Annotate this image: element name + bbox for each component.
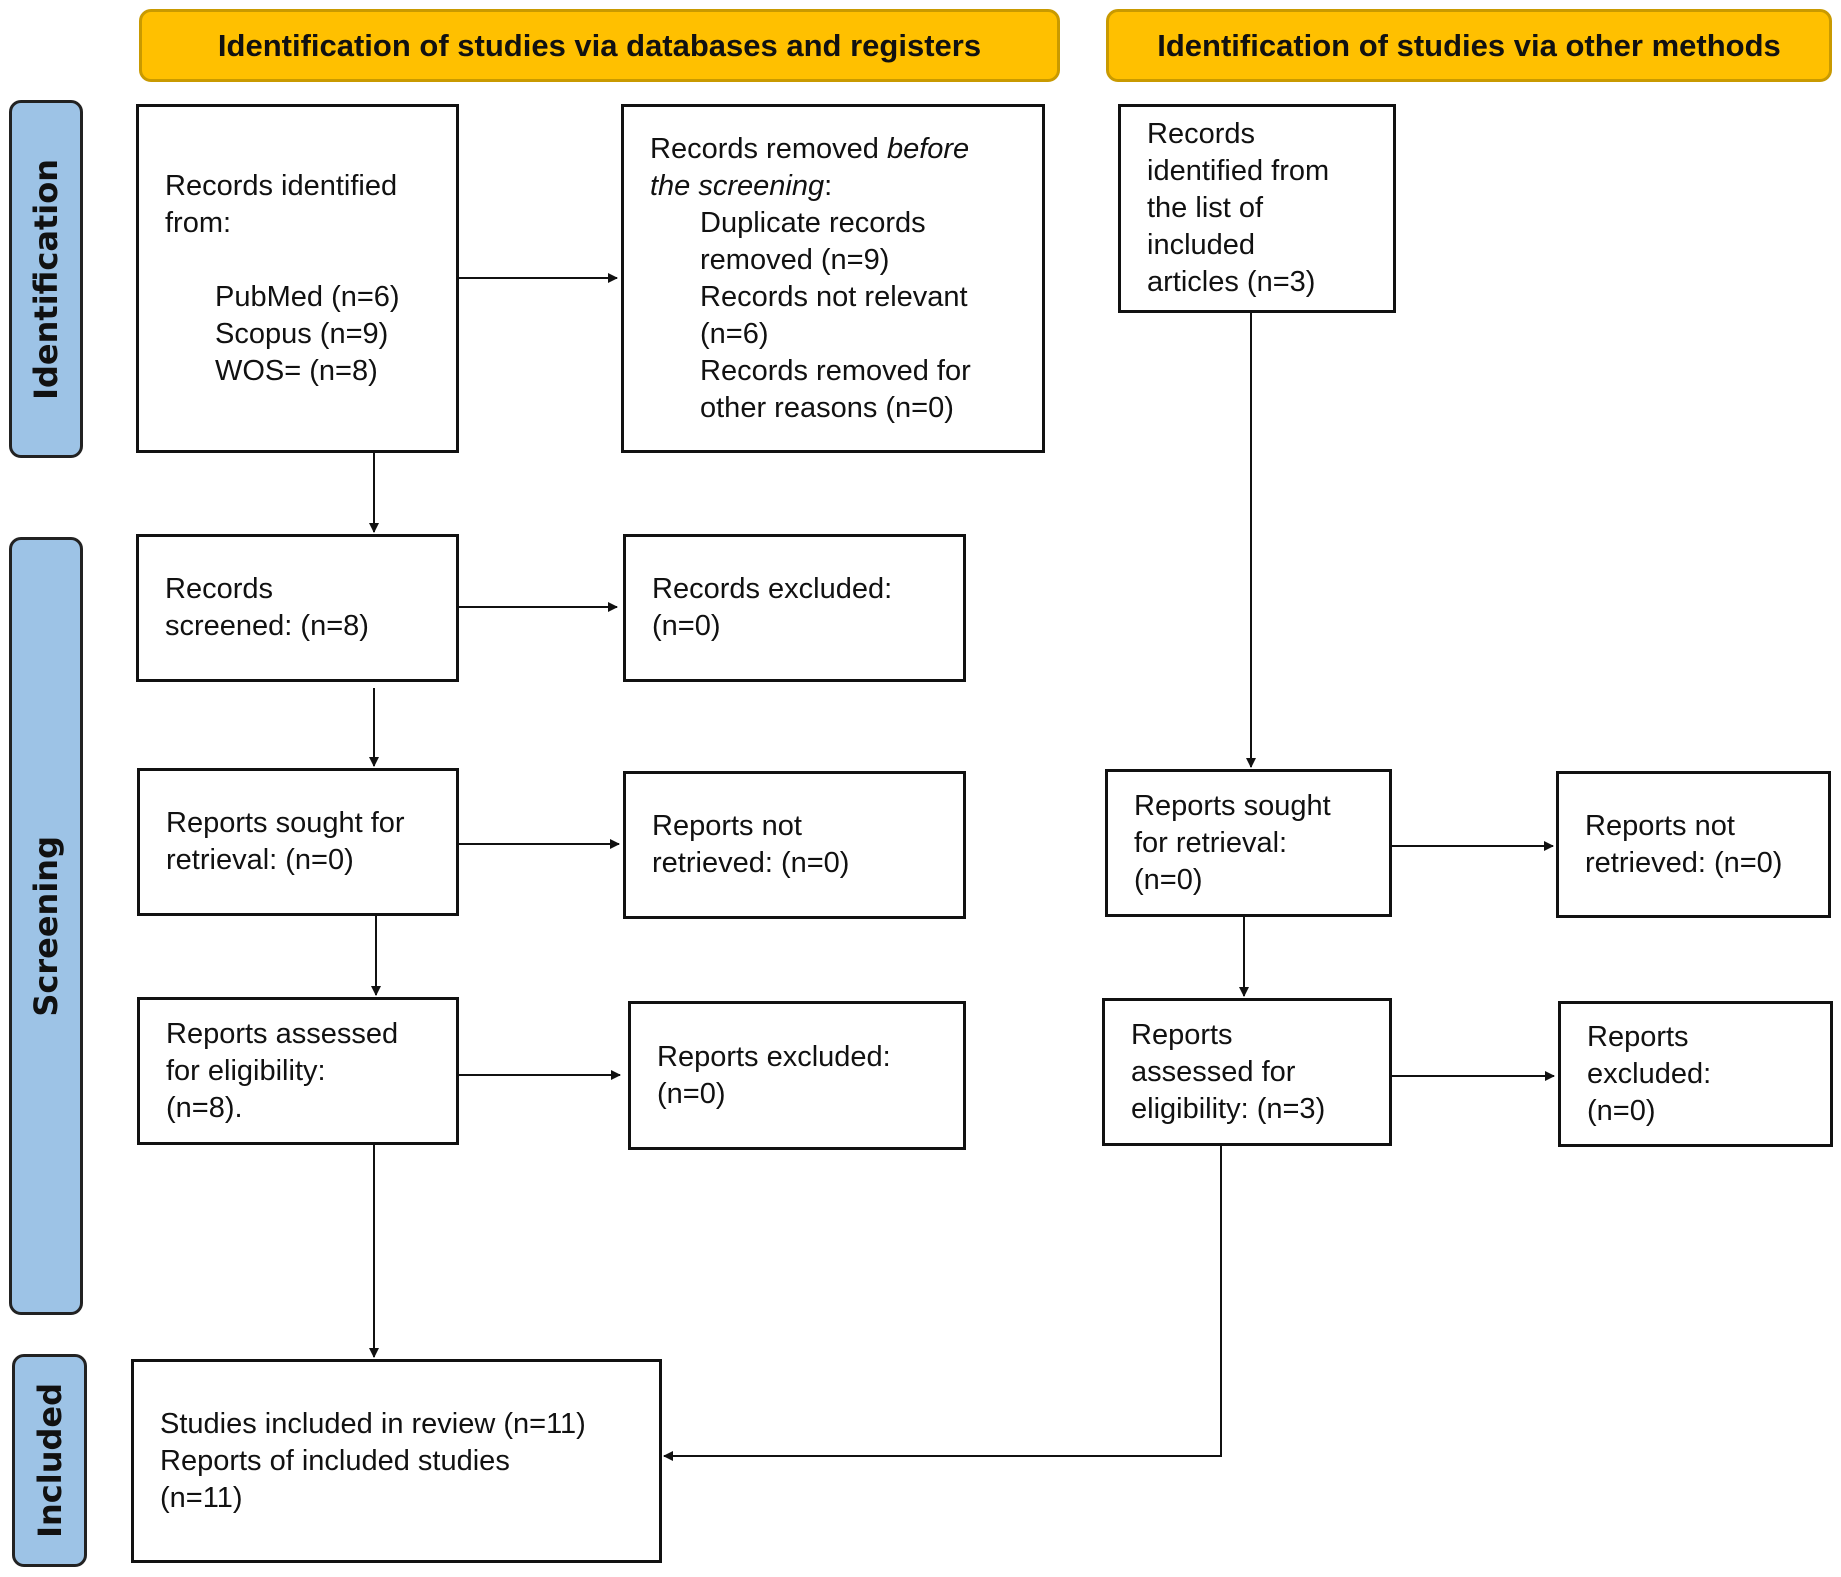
text-line: retrieved: (n=0) [652,847,850,879]
text-line: (n=0) [1587,1094,1656,1127]
records-identified-box: Records identified from: PubMed (n=6) Sc… [136,104,459,453]
text-line: eligibility: (n=3) [1131,1092,1326,1125]
text-line: (n=0) [657,1077,726,1110]
text-line: Records not relevant [700,280,968,313]
text-line: Records excluded: [652,573,893,605]
reports-excluded-box: Reports excluded: (n=0) [628,1001,966,1150]
records-screened-box: Records screened: (n=8) [136,534,459,682]
text-line: excluded: [1587,1057,1712,1090]
other-reports-assessed-box: Reports assessed for eligibility: (n=3) [1102,998,1392,1146]
text-italic: before [886,132,970,165]
text-line: Reports assessed [166,1017,399,1050]
text-line: Records removed [650,132,887,165]
phase-included: Included [12,1354,87,1567]
studies-included-box: Studies included in review (n=11) Report… [131,1359,662,1563]
header-databases-label: Identification of studies via databases … [217,27,982,63]
reports-assessed-box: Reports assessed for eligibility: (n=8). [137,997,459,1145]
source-wos: WOS= (n=8) [215,354,378,387]
text-line: Reports of included studies [160,1444,510,1477]
phase-screening: Screening [9,537,83,1315]
text-line: (n=0) [652,610,721,642]
text-line: Reports sought [1134,789,1331,822]
text-line: identified from [1147,155,1330,187]
text-line: (n=11) [160,1481,243,1514]
other-reports-not-retrieved-box: Reports not retrieved: (n=0) [1556,771,1831,918]
header-other-methods: Identification of studies via other meth… [1106,9,1832,82]
text-line: Reports excluded: [657,1040,891,1073]
text-line: : [824,169,833,202]
source-scopus: Scopus (n=9) [215,317,389,350]
text-line: Reports sought for [166,807,405,839]
arrow-other-assessed-to-included [663,1146,1222,1461]
header-databases: Identification of studies via databases … [139,9,1060,82]
text-line: screened: (n=8) [165,610,369,642]
other-records-identified-box: Records identified from the list of incl… [1118,104,1396,313]
text-line: (n=0) [1134,863,1203,896]
text-line: for eligibility: [166,1054,326,1087]
text-line: Records removed for [700,354,971,387]
text-line: assessed for [1131,1055,1296,1088]
phase-identification: Identification [9,100,83,458]
text-line: Reports not [1585,809,1735,842]
text-line: (n=8). [166,1091,243,1124]
text-line: from: [165,206,232,239]
text-line: included [1147,229,1256,261]
text-line: Duplicate records [700,206,926,239]
text-line: other reasons (n=0) [700,391,954,424]
other-reports-sought-box: Reports sought for retrieval: (n=0) [1105,769,1392,917]
source-pubmed: PubMed (n=6) [215,280,400,313]
text-line: (n=6) [700,317,769,350]
records-excluded-box: Records excluded: (n=0) [623,534,966,682]
text-line: Studies included in review (n=11) [160,1407,586,1440]
text-italic: the screening [650,169,825,202]
text-line: articles (n=3) [1147,266,1316,298]
text-line: retrieval: (n=0) [166,844,354,876]
other-reports-excluded-box: Reports excluded: (n=0) [1558,1001,1833,1147]
records-removed-box: Records removed before the screening: Du… [621,104,1045,453]
text-line: Reports [1131,1018,1233,1051]
text-line: retrieved: (n=0) [1585,846,1783,879]
text-line: removed (n=9) [700,243,890,276]
text-line: Records [165,573,273,605]
header-other-label: Identification of studies via other meth… [1157,27,1781,63]
text-line: for retrieval: [1134,826,1288,859]
text-line: Reports not [652,810,802,842]
text-line: Records identified [165,169,398,202]
text-line: Records [1147,118,1255,150]
reports-not-retrieved-box: Reports not retrieved: (n=0) [623,771,966,919]
reports-sought-box: Reports sought for retrieval: (n=0) [137,768,459,916]
text-line: Reports [1587,1020,1689,1053]
text-line: the list of [1147,192,1264,224]
